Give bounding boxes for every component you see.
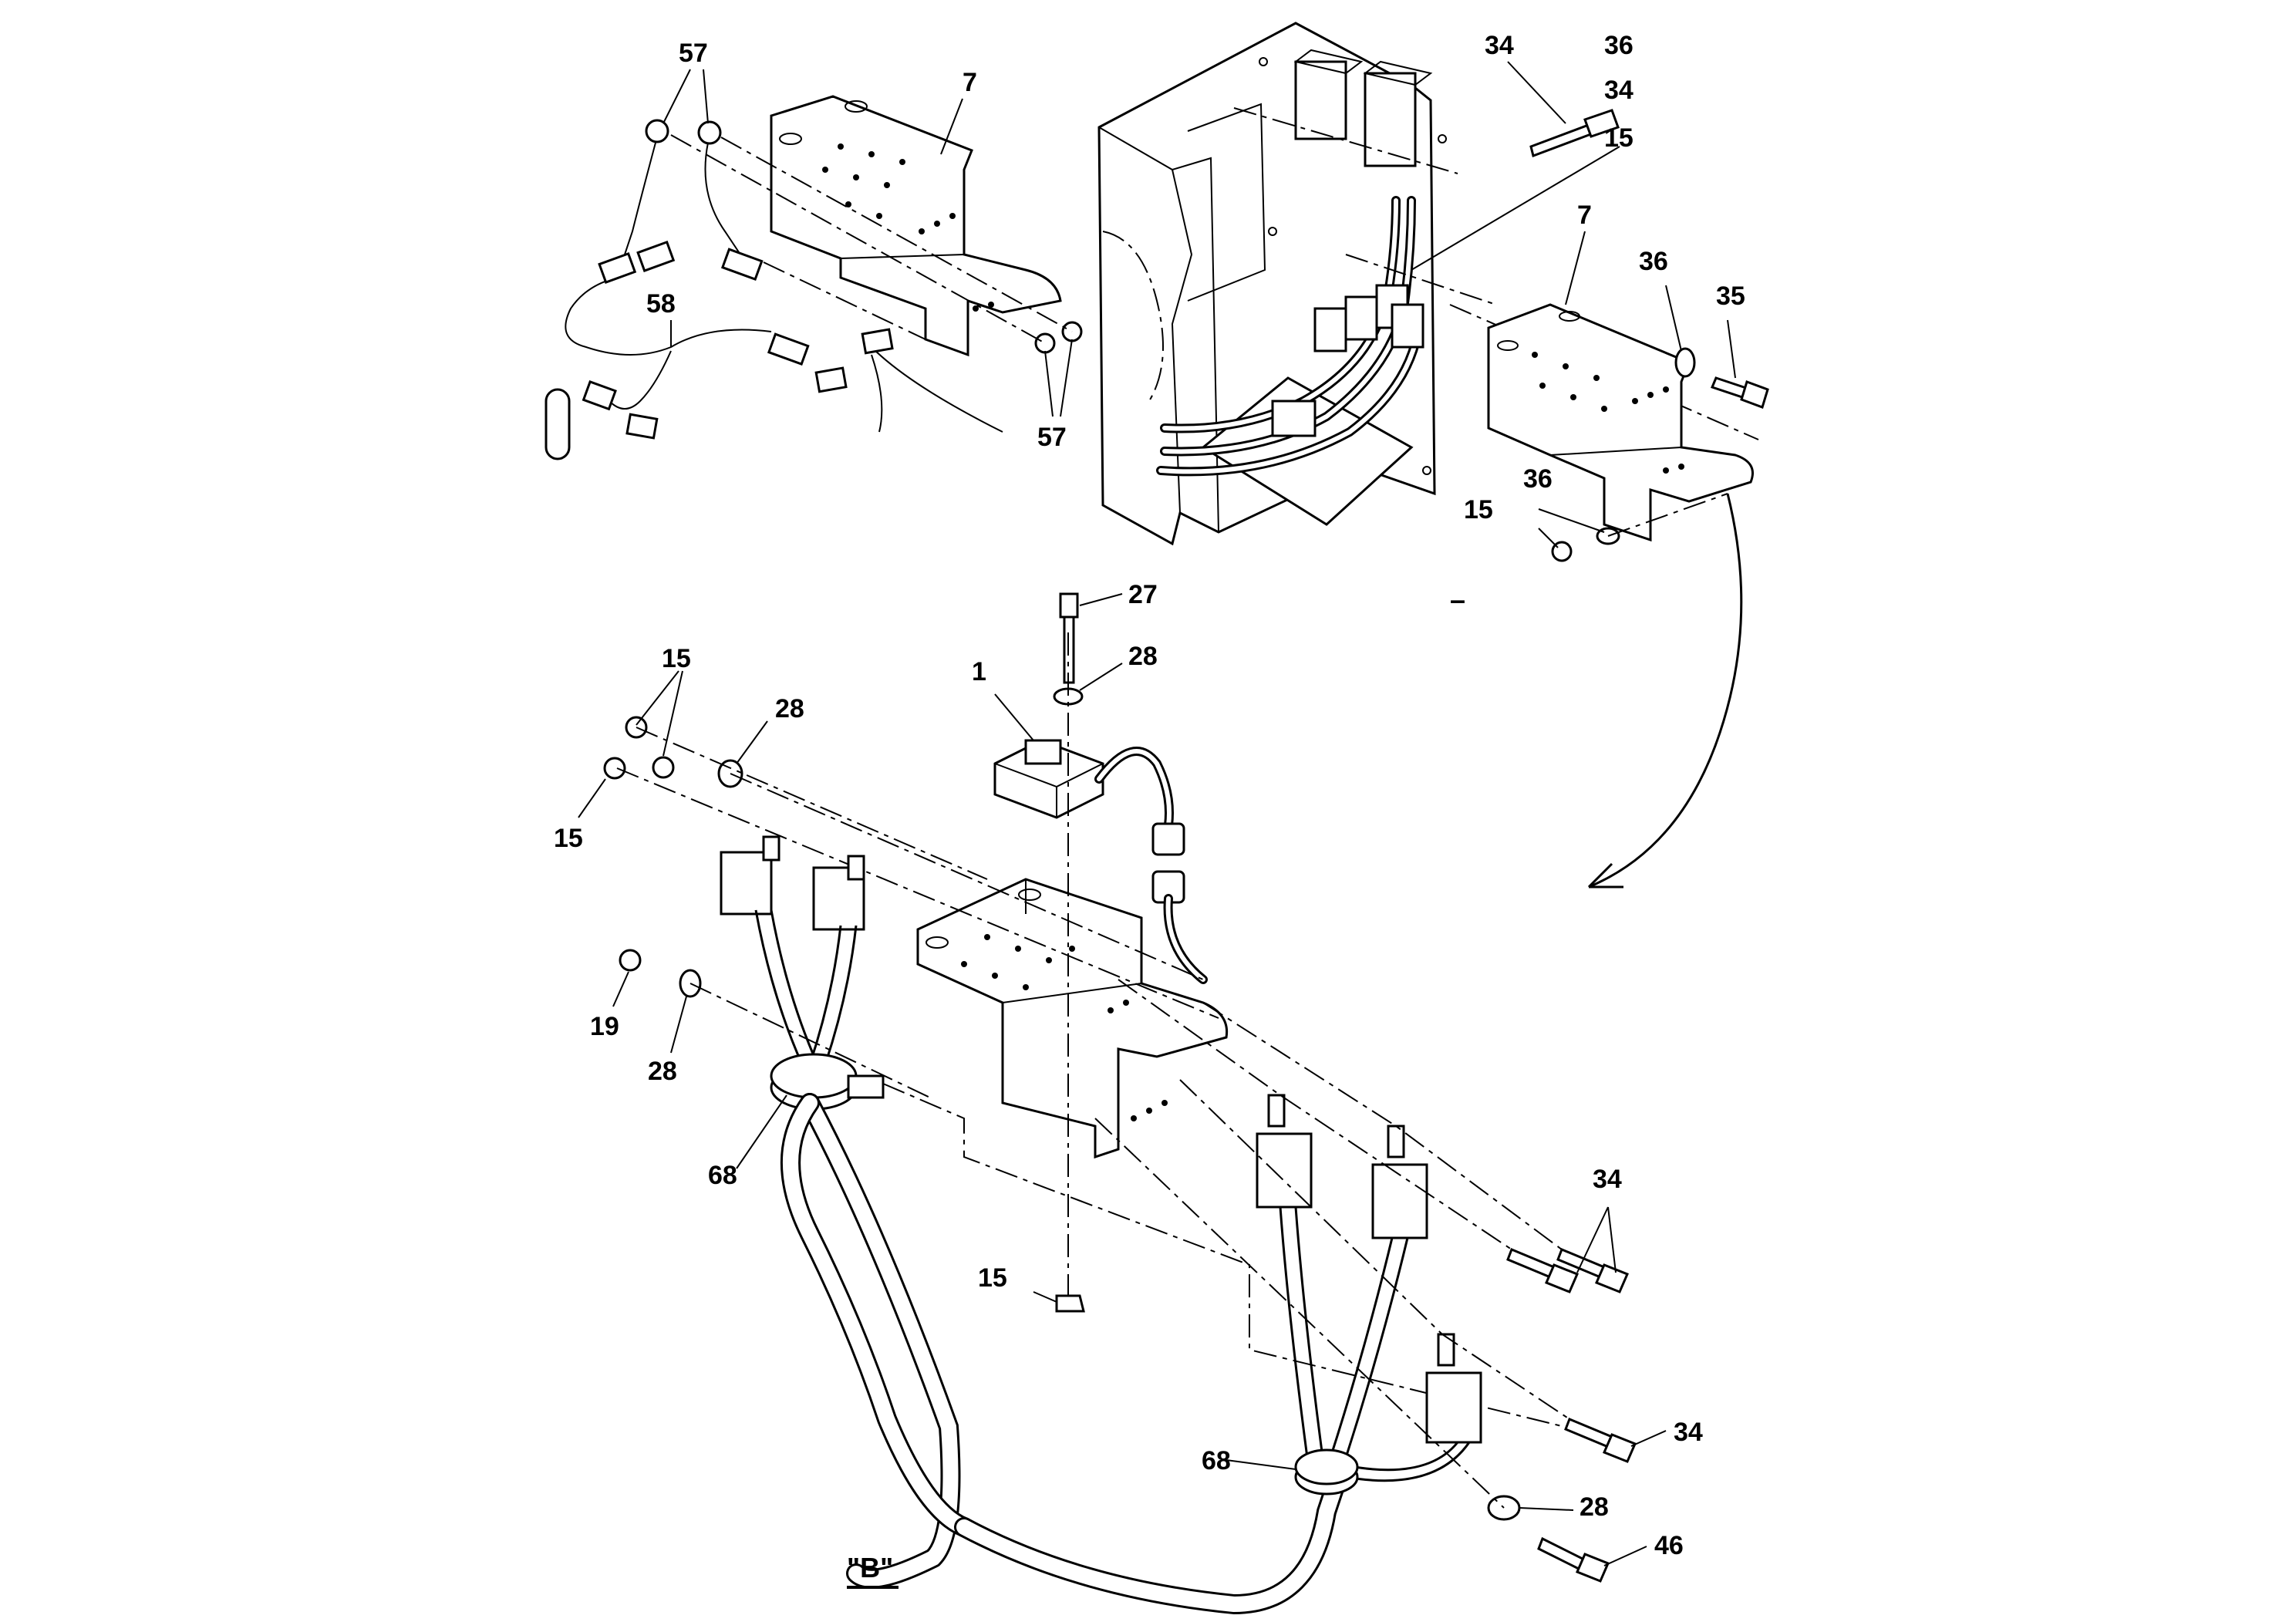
callout-46: 46: [1654, 1531, 1684, 1560]
callout-34-top-a: 34: [1485, 31, 1514, 60]
callout-68-left: 68: [708, 1161, 737, 1190]
callout-15-top: 15: [1604, 123, 1633, 153]
callout-58: 58: [646, 289, 676, 319]
callout-57-bottom: 57: [1037, 423, 1067, 452]
callout-7-top-left: 7: [963, 68, 977, 97]
bottom-assembly-b: [603, 592, 1637, 1615]
top-left-bracket-assembly: [544, 95, 1083, 460]
view-label-b: "B": [847, 1552, 893, 1583]
callout-28-lower-left: 28: [648, 1057, 677, 1086]
callout-28-top: 28: [1128, 642, 1158, 671]
callout-34-right-pair: 34: [1593, 1165, 1622, 1194]
callout-35: 35: [1716, 282, 1745, 311]
callout-36-top: 36: [1604, 31, 1633, 60]
callout-15-left: 15: [554, 824, 583, 853]
callout-34-bottom: 34: [1674, 1418, 1703, 1447]
callout-19: 19: [590, 1012, 619, 1041]
control-box-assembly: [1097, 22, 1759, 546]
callout-57-top: 57: [679, 39, 708, 68]
callout-28-left: 28: [775, 694, 804, 723]
callout-labels: 57 7 58 57 34 36 34 15 7 36 35 36 15 27 …: [554, 31, 1745, 1560]
callout-15-left-top: 15: [662, 644, 691, 673]
callout-27: 27: [1128, 580, 1158, 609]
top-right-bracket-assembly: [1487, 109, 1769, 889]
callout-68-right: 68: [1202, 1446, 1231, 1475]
stray-mark: –: [1450, 584, 1465, 615]
callout-7-top-right: 7: [1577, 201, 1592, 230]
callout-15-bottom: 15: [978, 1263, 1007, 1293]
callout-36-right: 36: [1639, 247, 1668, 276]
callout-15-right: 15: [1464, 495, 1493, 524]
callout-36-lower: 36: [1523, 464, 1553, 494]
callout-28-bottom: 28: [1580, 1492, 1609, 1522]
callout-34-top-b: 34: [1604, 76, 1633, 105]
callout-1: 1: [972, 657, 986, 686]
leader-lines: [578, 61, 1736, 1566]
